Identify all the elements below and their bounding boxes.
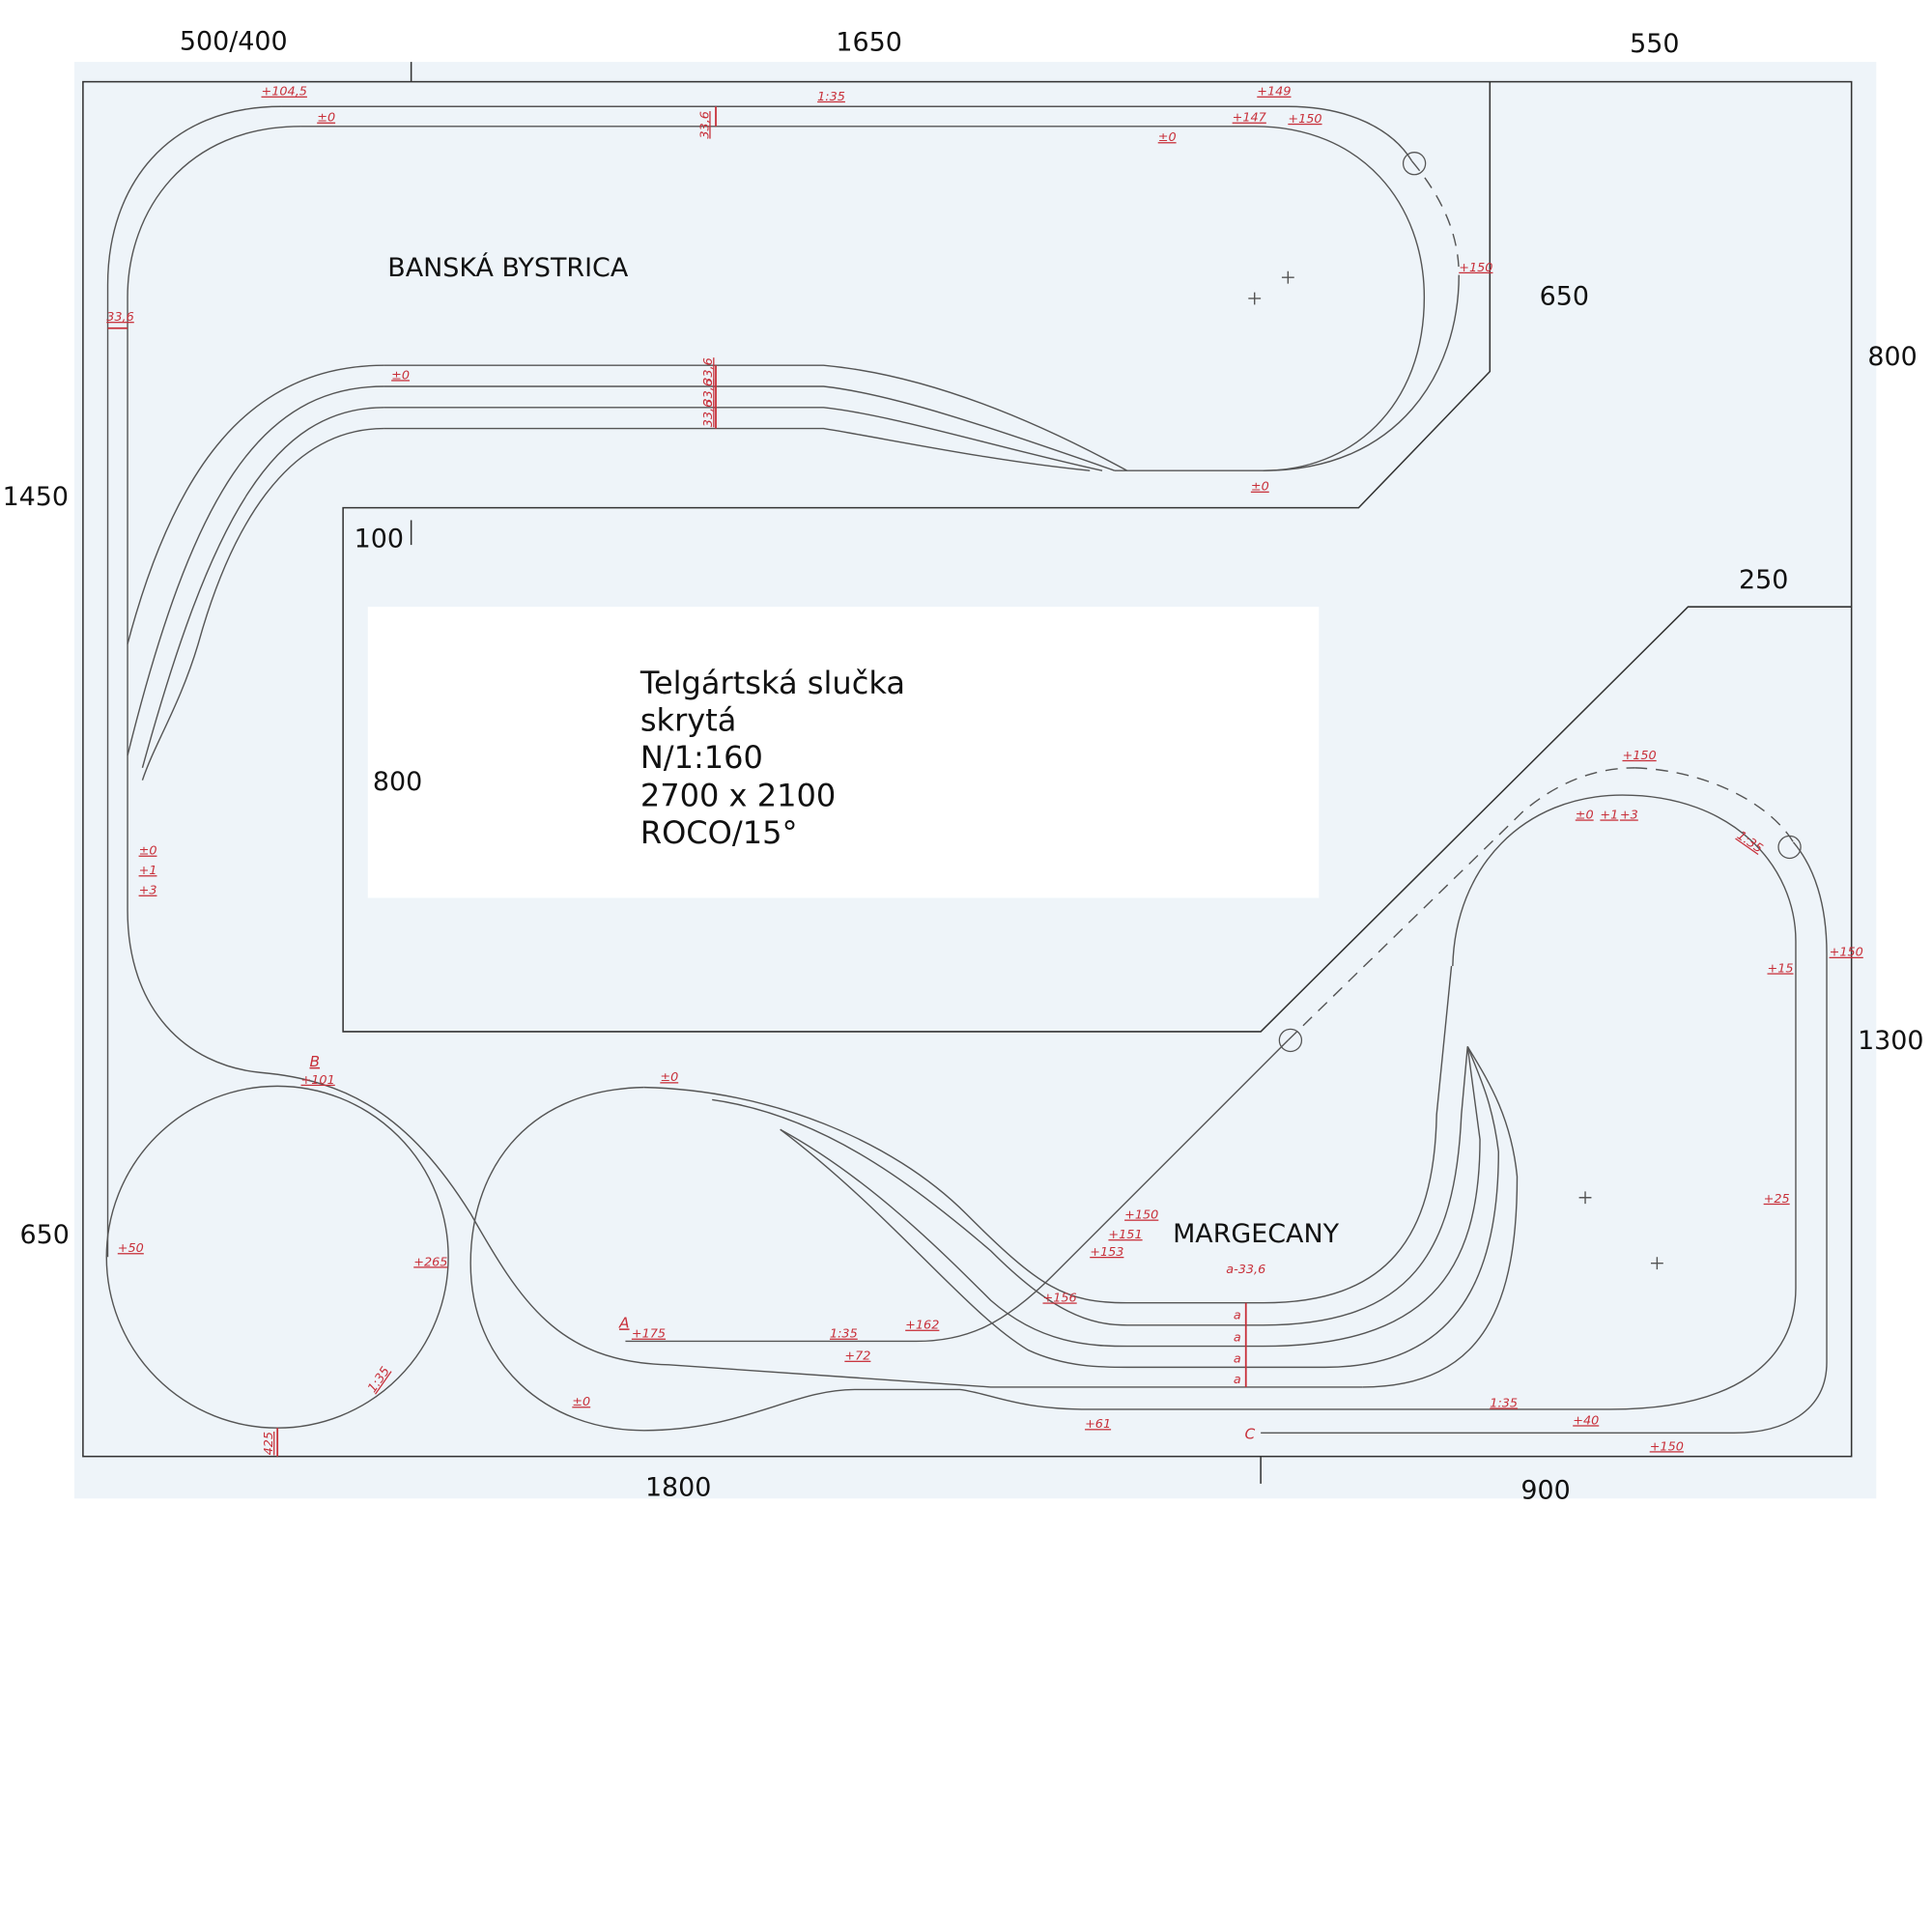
station-track-2 [384,385,1116,471]
label: +156 [1042,1291,1076,1305]
label: ±0 [1251,480,1269,495]
label: +50 [118,1241,144,1256]
label: 33,6 [701,357,716,385]
label: ±0 [1576,808,1594,822]
label: +150 [1622,749,1656,763]
title-line: ROCO/15° [640,814,798,851]
board-outline [82,62,1853,1484]
track-upper-outer [281,105,1413,162]
label: 33,6 [697,111,712,139]
label: ±0 [391,368,410,383]
label: +151 [1108,1228,1142,1242]
track-left-outer [106,105,282,1258]
tracks [105,105,1828,1457]
title-line: Telgártská slučka [639,665,905,701]
label: 1:35 [817,90,845,104]
label: 1:35 [1490,1396,1518,1410]
track-right-hidden [1634,767,1795,843]
label: +104,5 [262,85,307,99]
label: 33,6 [701,400,716,428]
dim-bottom-right: 900 [1520,1475,1570,1505]
track-upper-inner [300,126,1426,471]
label: 33,6 [701,379,716,407]
dim-inner-top: 100 [355,525,404,554]
dim-top-center: 1650 [836,28,901,58]
label: +40 [1573,1413,1599,1428]
label: +150 [1124,1208,1158,1223]
dim-right-lower: 1300 [1858,1026,1923,1056]
station-banska-bystrica: BANSKÁ BYSTRICA [387,252,629,283]
label: +3 [1620,808,1638,822]
label: 1:35 [830,1327,858,1342]
label: +3 [139,884,157,898]
label: +1 [1600,808,1618,822]
label: +15 [1767,961,1793,976]
label: +1 [139,864,157,878]
label: +101 [301,1073,335,1088]
dim-top-right: 550 [1630,29,1679,59]
track-lower-middle-loop [469,794,1797,1432]
track-ramp-hidden [1287,767,1635,1041]
label: a [1234,1330,1241,1345]
dim-left-upper: 1450 [3,482,69,512]
title-line: 2700 x 2100 [640,778,836,814]
track-left-inner [127,126,1363,1388]
label: a [1234,1373,1241,1387]
track-right-outer [1261,841,1828,1435]
dim-inner-left: 800 [373,767,422,797]
label: +265 [413,1255,447,1269]
track-upper-hidden [1410,160,1460,275]
label: +150 [1650,1439,1684,1454]
dim-inner-step: 250 [1739,565,1788,595]
elevation-labels: +104,5 ±0 33,6 1:35 +149 +147 +150 ±0 +1… [106,85,1863,1456]
station-track-3 [384,407,1103,471]
label: +25 [1764,1192,1790,1207]
label: A [618,1314,630,1331]
label: a-33,6 [1226,1263,1265,1277]
dim-right-inner-upper: 650 [1540,281,1589,311]
label: +61 [1085,1417,1111,1432]
label: +150 [1830,946,1863,960]
label: +72 [844,1350,870,1364]
label: 33,6 [106,310,134,325]
label: a [1234,1351,1241,1366]
label: ±0 [660,1070,678,1085]
label: +147 [1233,111,1267,126]
dim-right-upper: 800 [1867,342,1917,372]
label: ±0 [317,111,335,126]
dim-left-lower: 650 [20,1220,70,1250]
label: ±0 [139,844,157,859]
label: +162 [905,1319,939,1333]
label: +153 [1090,1245,1123,1260]
label: +150 [1459,261,1492,275]
track-ramp [625,1039,1289,1343]
label: +149 [1257,85,1291,99]
dim-bottom-left: 1800 [645,1473,711,1503]
dim-top-left: 500/400 [180,26,288,56]
label: 425 [262,1432,276,1455]
label: +175 [632,1327,666,1342]
title-block: Telgártská slučka skrytá N/1:160 2700 x … [639,665,905,851]
label: a [1234,1308,1241,1322]
label: ±0 [1158,130,1177,145]
label: +150 [1288,112,1321,127]
center-blank-area [367,607,1320,898]
title-line: skrytá [640,701,737,738]
title-line: N/1:160 [640,739,763,776]
dimension-labels: 500/400 1650 550 650 800 1450 100 250 80… [3,26,1924,1505]
station-margecany: MARGECANY [1173,1219,1339,1249]
label: C [1244,1426,1255,1443]
station-track-1 [384,364,1128,471]
station-track-4 [384,427,1091,471]
label: B [310,1053,321,1070]
label: ±0 [572,1395,590,1409]
